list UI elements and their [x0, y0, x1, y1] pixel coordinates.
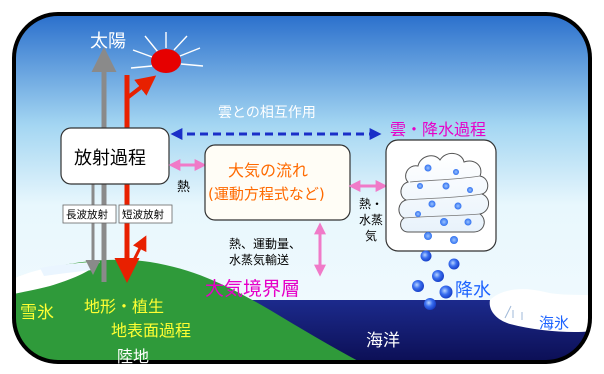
shortwave-label-box: [118, 204, 173, 224]
radiation-process-box: [60, 127, 170, 185]
longwave-label: 長波放射: [66, 208, 108, 221]
precipitation-drops: [412, 250, 460, 310]
cloud-precip-process-label: 雲・降水過程: [390, 120, 486, 139]
cloud-shape: [398, 153, 489, 233]
sea-ice-shape: [489, 289, 590, 332]
sun-icon: [130, 32, 204, 73]
cloud-inner-lines: [403, 175, 483, 219]
shortwave-reflect-surface-arrow: [125, 235, 147, 275]
atm-flow-subtitle: (運動方程式など): [208, 185, 325, 203]
transport-label-1: 熱、運動量、: [229, 237, 301, 251]
cloud-interaction-label: 雲との相互作用: [218, 105, 316, 121]
boundary-layer-label: 大気境界層: [205, 278, 300, 300]
heat-vapor-label-2: 水蒸: [359, 213, 383, 227]
terrain-vegetation-label: 地形・植生: [84, 297, 164, 316]
sun-label: 太陽: [90, 31, 126, 52]
radiation-process-label: 放射過程: [74, 148, 146, 169]
atm-flow-title: 大気の流れ: [228, 161, 308, 180]
ocean-label: 海洋: [366, 331, 400, 351]
atmospheric-flow-box: [204, 144, 351, 221]
shortwave-reflect-top-arrow: [125, 75, 157, 100]
longwave-label-box: [62, 204, 117, 224]
land-area: [14, 259, 360, 362]
precipitation-label: 降水: [455, 280, 491, 301]
snow-shading: [40, 263, 95, 276]
snow-ice-label: 雪氷: [20, 303, 54, 323]
shortwave-label: 短波放射: [122, 208, 164, 221]
heat-vapor-label-3: 気: [365, 228, 377, 243]
land-surface-process-label: 地表面過程: [111, 321, 191, 340]
diagram-frame: [12, 12, 592, 364]
sea-ice-label: 海氷: [539, 314, 569, 332]
heat-label: 熱: [177, 180, 190, 195]
land-label: 陸地: [117, 347, 149, 366]
sea-ice-marks: [504, 305, 523, 320]
transport-label-2: 水蒸気輸送: [229, 252, 289, 267]
heat-vapor-label-1: 熱・: [359, 197, 383, 211]
cloud-droplets: [415, 164, 473, 244]
